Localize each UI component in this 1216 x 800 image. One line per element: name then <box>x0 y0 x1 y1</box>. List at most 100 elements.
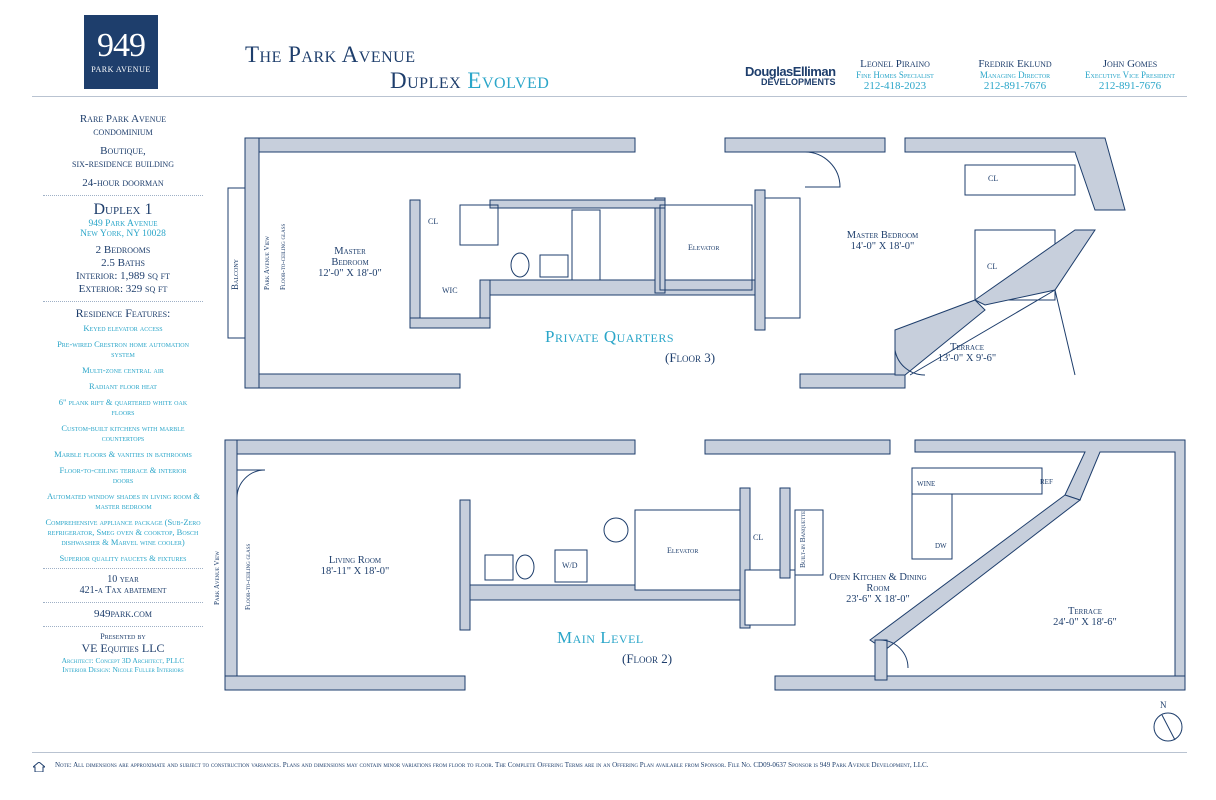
room-name: Living Room <box>328 555 382 566</box>
stair <box>764 197 801 319</box>
feature-item: Keyed elevator access <box>83 323 163 333</box>
feature-item: Pre-wired Crestron home automation syste… <box>57 339 189 359</box>
abatement-line-2: 421-a Tax abatement <box>79 585 167 596</box>
floor2-title: Main Level <box>557 628 644 647</box>
wall <box>224 439 636 455</box>
presenter: VE Equities LLC <box>81 641 165 655</box>
door-swing <box>894 349 926 376</box>
kitchen-counter <box>911 467 1043 495</box>
master-bedroom-b-label: Master Bedroom 14'-0" X 18'-0" <box>845 230 920 252</box>
elevator <box>634 509 741 591</box>
floor2-number: (Floor 2) <box>622 651 673 666</box>
wall <box>409 317 491 329</box>
wall <box>224 675 466 691</box>
intro-line: condominium <box>93 126 153 138</box>
agent-role: Executive Vice President <box>1085 70 1175 80</box>
wine-label: WINE <box>917 480 936 488</box>
features-title: Residence Features: <box>75 306 171 320</box>
agent-phone: 212-891-7676 <box>983 80 1047 92</box>
balcony <box>227 187 246 339</box>
abatement-line-1: 10 year <box>107 574 139 585</box>
intro-line: Boutique, <box>100 145 146 157</box>
tub <box>571 209 601 281</box>
wall <box>489 199 666 209</box>
address-line-1: 949 Park Avenue <box>88 219 158 229</box>
agent-1: Leonel Piraino Fine Homes Specialist 212… <box>845 58 945 92</box>
intro-line: six-residence building <box>72 158 174 170</box>
terrace-floor3-label: Terrace 13'-0" X 9'-6" <box>932 342 1002 364</box>
wall <box>894 299 986 376</box>
feature-item: Radiant floor heat <box>89 381 157 391</box>
logo-subtitle: PARK AVENUE <box>91 65 151 74</box>
door-swing <box>879 639 909 669</box>
feature-item: 6" plank rift & quartered white oak floo… <box>58 397 188 417</box>
wd-unit <box>554 549 588 583</box>
stair <box>744 569 796 626</box>
room-dims: 23'-6" X 18'-0" <box>846 594 910 605</box>
agent-name: Leonel Piraino <box>860 58 930 70</box>
room-name: Terrace <box>1067 606 1103 617</box>
presented-by: Presented by <box>100 632 146 641</box>
floor3-number: (Floor 3) <box>665 350 716 365</box>
room-dims: 14'-0" X 18'-0" <box>850 241 915 252</box>
view-label: Park Avenue View <box>213 551 221 605</box>
room-name: Master Bedroom <box>846 230 919 241</box>
agent-phone: 212-418-2023 <box>863 80 927 92</box>
glass-label: Floor-to-ceiling glass <box>279 223 287 290</box>
master-bedroom-a-label: Master Bedroom 12'-0" X 18'-0" <box>315 246 385 279</box>
terrace-floor3-edge <box>909 289 1076 376</box>
divider <box>43 568 203 569</box>
balcony-label: Balcony <box>230 258 240 290</box>
wd-label: W/D <box>562 561 578 570</box>
website-link[interactable]: 949park.com <box>93 608 153 620</box>
toilet <box>510 252 530 278</box>
wall <box>754 189 766 331</box>
wall <box>779 487 791 579</box>
door-swing <box>804 151 841 188</box>
title-line-2: Duplex Evolved <box>390 68 549 94</box>
terrace-floor2 <box>985 462 1185 695</box>
wall <box>799 373 906 389</box>
elevator-floor3 <box>659 204 753 291</box>
room-name: Terrace <box>949 342 985 353</box>
banquette <box>794 509 824 576</box>
kitchen-island <box>911 493 953 560</box>
elevator-label: Elevator <box>667 546 699 555</box>
wall <box>874 639 888 681</box>
building-logo: 949 PARK AVENUE <box>84 15 158 89</box>
equal-housing-icon <box>31 759 47 773</box>
room-dims: 12'-0" X 18'-0" <box>318 268 382 279</box>
interior-credit: Interior Design: Nicole Fuller Interiors <box>62 665 184 674</box>
wall <box>489 279 756 296</box>
door-swing <box>236 469 266 499</box>
glass-label: Floor-to-ceiling glass <box>244 543 252 610</box>
closet-label: CL <box>987 262 998 271</box>
logo-number: 949 <box>97 27 146 64</box>
stat-line: 2 Bedrooms <box>95 244 151 256</box>
wall <box>244 137 636 153</box>
view-label: Park Avenue View <box>263 236 271 290</box>
title-duplex: Duplex <box>390 68 462 93</box>
room-dims: 13'-0" X 9'-6" <box>937 353 997 364</box>
agent-name: Fredrik Eklund <box>978 58 1052 70</box>
disclaimer-note: Note: All dimensions are approximate and… <box>55 761 929 769</box>
stat-line: 2.5 Baths <box>101 257 145 269</box>
room-name: Open Kitchen & Dining Room <box>829 572 927 594</box>
divider <box>43 602 203 603</box>
wic-label: WIC <box>442 286 458 295</box>
architect-credit: Architect: Concept 3D Architect, PLLC <box>61 656 185 665</box>
closet-label: CL <box>988 174 999 183</box>
wall <box>904 137 1126 211</box>
feature-item: Multi-zone central air <box>82 365 164 375</box>
wall <box>724 137 886 153</box>
agent-2: Fredrik Eklund Managing Director 212-891… <box>965 58 1065 92</box>
wall <box>459 499 471 631</box>
wall <box>244 373 461 389</box>
banquette-label: Built-in Banquette <box>798 510 807 568</box>
agent-name: John Gomes <box>1102 58 1158 70</box>
feature-item: Custom-built kitchens with marble counte… <box>61 423 185 443</box>
living-room-label: Living Room 18'-11" X 18'-0" <box>310 555 400 577</box>
wall <box>224 439 238 691</box>
brand-name: DouglasElliman <box>745 64 836 79</box>
